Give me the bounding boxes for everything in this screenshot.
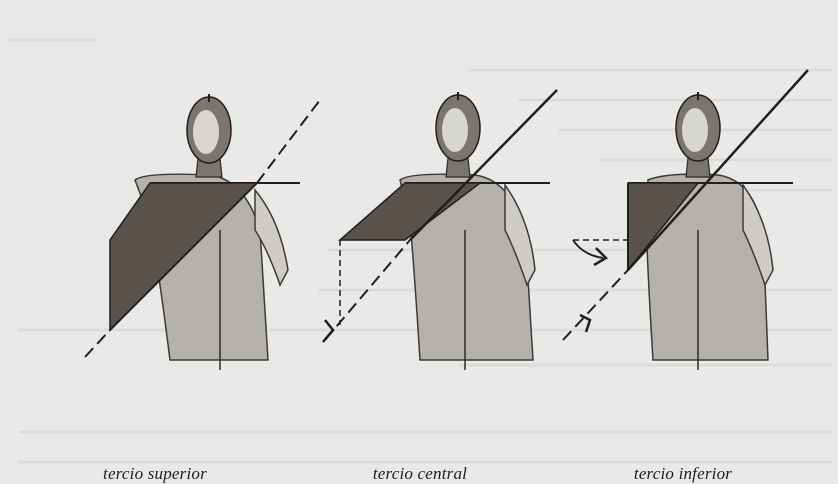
arrowhead-lower [580, 315, 590, 332]
torso-figure [646, 92, 773, 370]
caption-tercio-superior: tercio superior [30, 464, 280, 484]
arrowhead [323, 320, 333, 342]
figure-panel-inferior: tercio inferior [558, 80, 808, 380]
figure-panel-superior: tercio superior [30, 80, 280, 380]
head-highlight [682, 108, 708, 152]
diagonal-dashed-lower [85, 330, 110, 357]
diagonal-dashed-lower [325, 240, 410, 340]
caption-tercio-central: tercio central [295, 464, 545, 484]
caption-tercio-inferior: tercio inferior [558, 464, 808, 484]
figure-panel-central: tercio central [295, 80, 545, 380]
head-highlight [193, 110, 219, 154]
diagonal-dashed-lower [563, 270, 628, 340]
head-highlight [442, 108, 468, 152]
